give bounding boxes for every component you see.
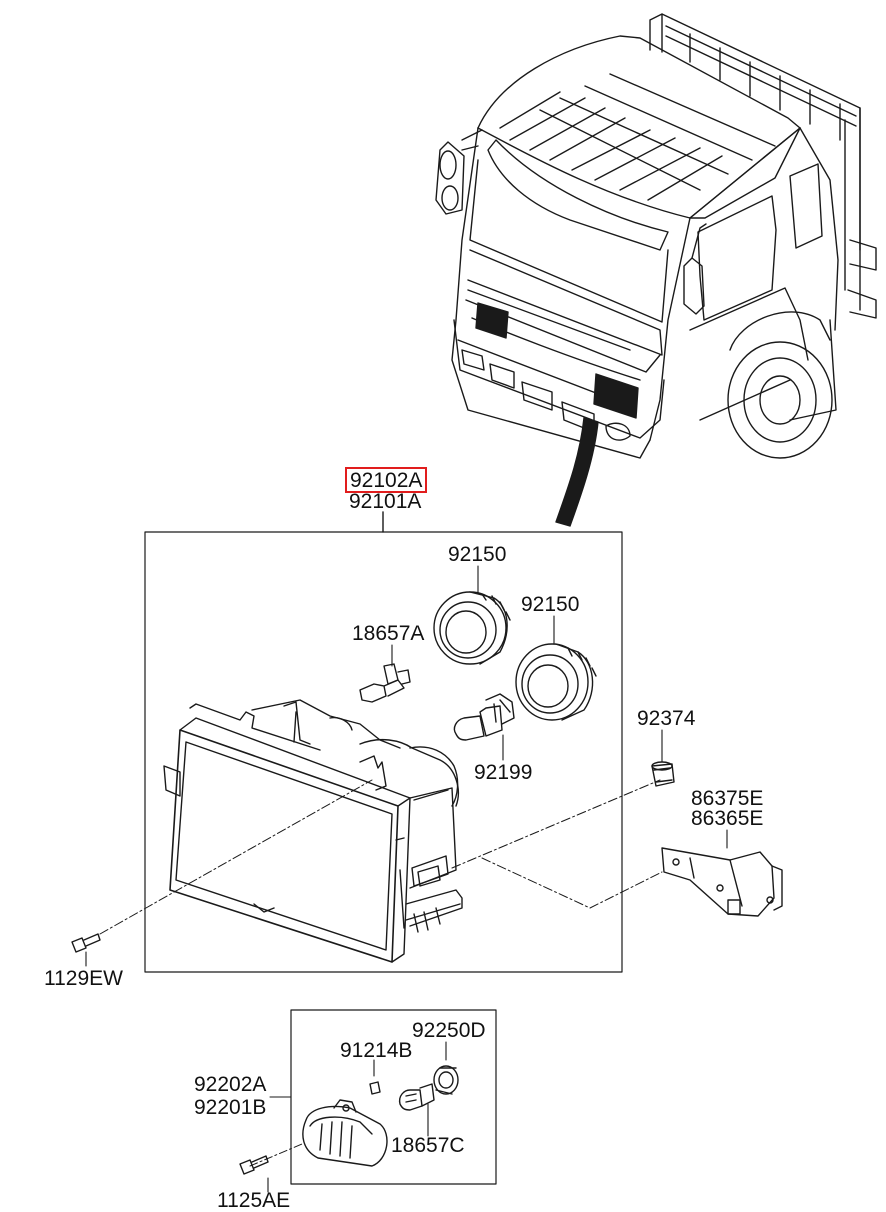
- truck-cab-icon: [435, 13, 877, 527]
- part-label-bracket[interactable]: 86365E: [691, 807, 764, 830]
- part-label-fog-bolt[interactable]: 1125AE: [217, 1189, 291, 1212]
- part-label-bulb-cap[interactable]: 92150: [448, 543, 507, 566]
- part-label-assembly[interactable]: 92101A: [349, 490, 422, 513]
- fog-lamp-icon: [302, 1099, 388, 1167]
- bulb-icon: [359, 663, 411, 703]
- part-label-fog-cap[interactable]: 92250D: [412, 1019, 486, 1042]
- part-label-bracket[interactable]: 86375E: [691, 787, 764, 810]
- bolt-icon: [239, 1155, 269, 1175]
- part-label-fog-bulb[interactable]: 18657C: [391, 1134, 465, 1157]
- nut-icon: [651, 761, 675, 787]
- part-label-nut[interactable]: 92374: [637, 707, 696, 730]
- bulb-cap-icon: [433, 1065, 459, 1095]
- headlamp-assembly-icon: [163, 699, 463, 963]
- part-label-bulb-cap[interactable]: 92150: [521, 593, 580, 616]
- bracket-icon: [661, 847, 783, 917]
- part-label-fog-lamp[interactable]: 92201B: [194, 1096, 267, 1119]
- part-label-assembly-highlighted[interactable]: 92102A: [345, 467, 428, 493]
- bulb-cap-icon: [515, 643, 597, 721]
- bulb-cap-icon: [433, 591, 511, 665]
- part-label-fog-lamp[interactable]: 92202A: [194, 1073, 267, 1096]
- part-label-bolt[interactable]: 1129EW: [44, 967, 123, 990]
- socket-icon: [369, 1081, 381, 1095]
- part-label-fog-socket[interactable]: 91214B: [340, 1039, 413, 1062]
- bulb-icon: [453, 693, 515, 741]
- part-label-bulb-small[interactable]: 18657A: [352, 622, 425, 645]
- part-label-bulb-main[interactable]: 92199: [474, 761, 533, 784]
- bolt-icon: [71, 933, 101, 953]
- bulb-icon: [398, 1083, 435, 1111]
